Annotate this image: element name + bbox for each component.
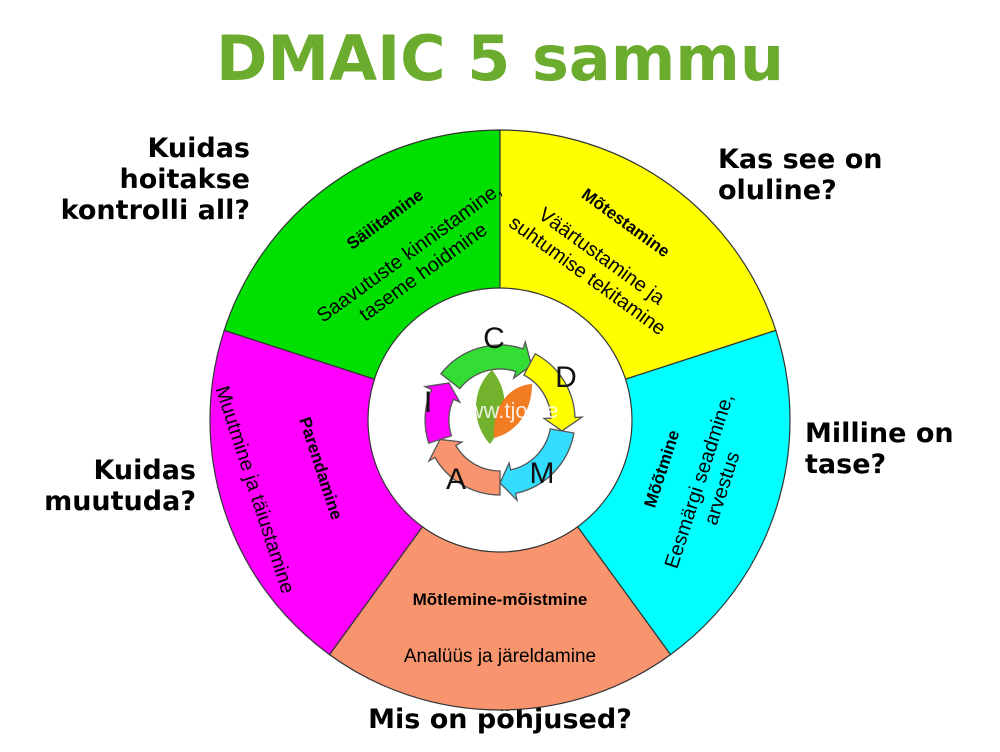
question-improve: Kuidas muutuda? [20, 455, 196, 517]
question-control-line-3: kontrolli all? [60, 195, 250, 226]
cycle-letter-c: C [483, 322, 505, 355]
watermark-text: www.tjo.ee [451, 398, 558, 423]
dmaic-cycle: www.tjo.ee C D M A I [422, 322, 585, 503]
segment-analyze-title: Mõtlemine-mõistmine [413, 590, 588, 609]
question-control-line-1: Kuidas [147, 133, 250, 164]
cycle-letter-d: D [555, 361, 577, 394]
cycle-arrow-a [427, 438, 501, 496]
segment-analyze [328, 418, 672, 711]
question-define: Kas see on oluline? [718, 144, 978, 206]
cycle-letter-a: A [446, 463, 466, 496]
cycle-letter-i: I [424, 386, 432, 419]
page-title: DMAIC 5 sammu [215, 22, 785, 95]
cycle-arrow-m [499, 428, 575, 503]
cycle-letter-m: M [530, 457, 555, 490]
question-define-line-1: Kas see on [718, 144, 883, 175]
cycle-arrow-d [523, 352, 585, 432]
leaf-logo-icon [476, 370, 532, 444]
question-improve-line-2: muutuda? [44, 486, 196, 517]
question-define-line-2: oluline? [718, 175, 837, 206]
question-measure: Milline on tase? [805, 418, 995, 480]
cycle-arrow-i [422, 382, 462, 445]
question-measure-line-1: Milline on [805, 418, 954, 449]
cycle-arrow-c [439, 339, 533, 390]
question-measure-line-2: tase? [805, 449, 887, 480]
question-control: Kuidas hoitakse kontrolli all? [40, 133, 250, 226]
segment-analyze-label: Mõtlemine-mõistmine Analüüs ja järeldami… [404, 590, 596, 667]
question-control-line-2: hoitakse [119, 164, 251, 195]
question-improve-line-1: Kuidas [93, 455, 196, 486]
segment-analyze-desc: Analüüs ja järeldamine [404, 646, 596, 667]
